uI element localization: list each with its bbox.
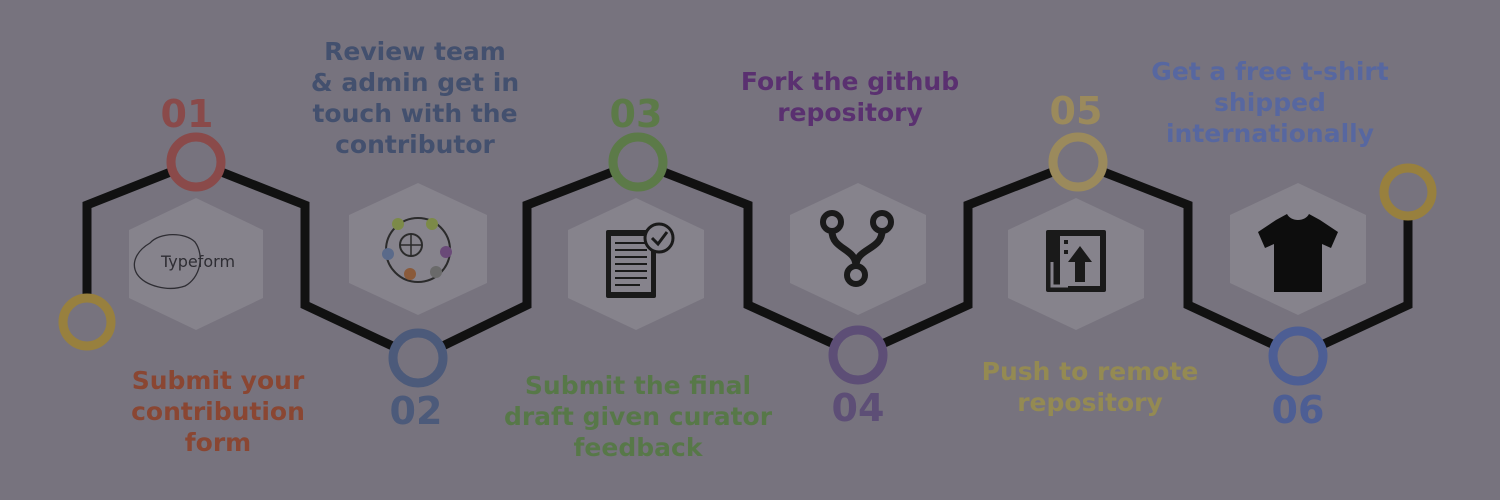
step-number-02: 02 xyxy=(390,389,443,433)
step-number-01: 01 xyxy=(161,92,214,136)
caption-line: contributor xyxy=(335,130,495,159)
node-ring-02 xyxy=(388,328,448,388)
hexagon-step-01 xyxy=(129,198,263,330)
caption-line: & admin get in xyxy=(310,68,520,97)
git-fork-icon xyxy=(820,210,894,287)
caption-line: shipped xyxy=(1214,88,1326,117)
node-ring-01 xyxy=(166,132,226,192)
caption-line: Push to remote xyxy=(981,357,1199,386)
step-number-06: 06 xyxy=(1272,388,1325,432)
step-caption-06: Get a free t-shirt shipped international… xyxy=(1100,56,1440,149)
caption-line: touch with the xyxy=(312,99,518,128)
node-ring-06 xyxy=(1268,326,1328,386)
caption-line: repository xyxy=(777,98,923,127)
caption-line: draft given curator xyxy=(503,402,773,431)
start-node-ring xyxy=(58,293,116,351)
node-ring-05 xyxy=(1048,132,1108,192)
document-check-icon xyxy=(606,222,675,298)
hexagon-step-02 xyxy=(349,183,487,315)
caption-line: repository xyxy=(1017,388,1163,417)
caption-line: internationally xyxy=(1165,119,1375,148)
step-number-03: 03 xyxy=(610,92,663,136)
caption-line: Submit the final xyxy=(524,371,752,400)
caption-line: form xyxy=(184,428,252,457)
step-caption-01: Submit your contribution form xyxy=(88,365,348,458)
step-caption-04: Fork the github repository xyxy=(690,66,1010,128)
caption-line: Fork the github xyxy=(740,67,960,96)
step-number-05: 05 xyxy=(1050,89,1103,133)
typeform-logo-text: Typeform xyxy=(160,252,236,271)
team-network-icon xyxy=(382,217,452,283)
caption-line: Review team xyxy=(324,37,506,66)
step-caption-02: Review team & admin get in touch with th… xyxy=(270,36,560,160)
caption-line: feedback xyxy=(573,433,703,462)
caption-line: Submit your xyxy=(131,366,305,395)
caption-line: contribution xyxy=(131,397,305,426)
timeline-track xyxy=(82,157,1413,363)
node-ring-03 xyxy=(608,132,668,192)
end-node-ring xyxy=(1379,163,1437,221)
step-caption-05: Push to remote repository xyxy=(930,356,1250,418)
hexagon-step-04 xyxy=(790,183,926,315)
step-number-04: 04 xyxy=(832,386,885,430)
tshirt-icon xyxy=(1258,214,1338,292)
push-upload-icon xyxy=(1046,230,1106,292)
node-ring-04 xyxy=(828,325,888,385)
step-caption-03: Submit the final draft given curator fee… xyxy=(458,370,818,463)
typeform-logo-icon xyxy=(133,233,201,289)
caption-line: Get a free t-shirt xyxy=(1151,57,1389,86)
